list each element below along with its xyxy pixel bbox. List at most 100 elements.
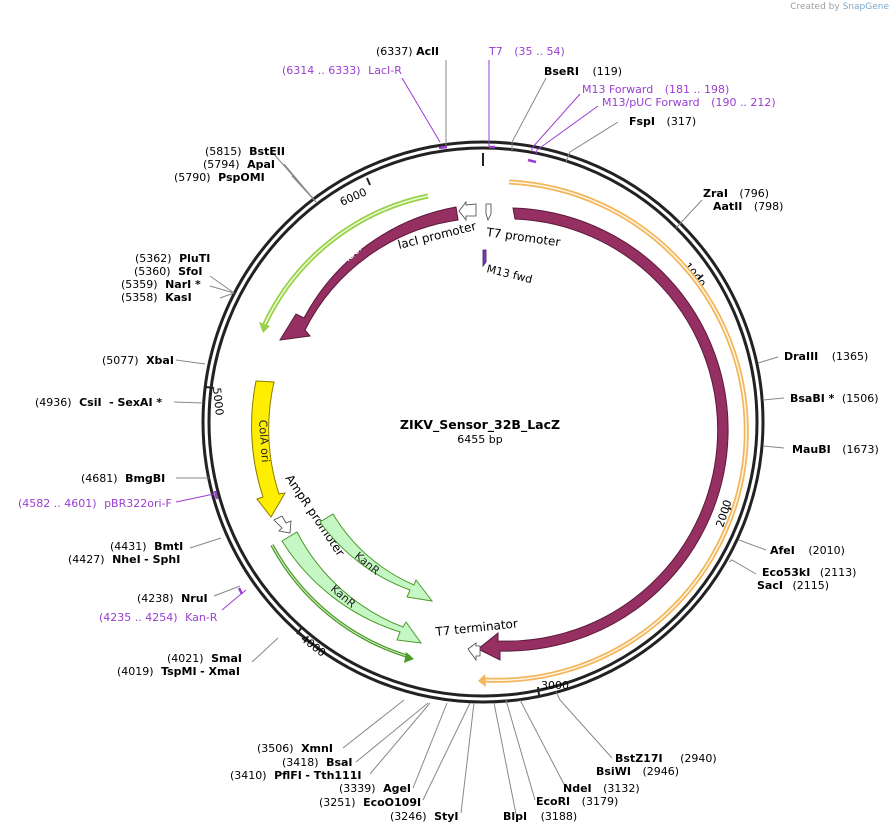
M13-fwd-primer-mark xyxy=(482,249,487,268)
site-BstZ17I: BstZ17I (2940) xyxy=(615,752,717,765)
site-ZraI: ZraI (796) xyxy=(703,187,769,200)
plasmid-name: ZIKV_Sensor_32B_LacZ xyxy=(400,417,560,433)
site-BlpI: BlpI (3188) xyxy=(503,810,577,823)
leader-FspI xyxy=(565,121,619,163)
leader-EcoRI xyxy=(505,699,536,801)
lacZ-label: lacZ xyxy=(689,434,704,459)
lacI-highlight-inner xyxy=(263,195,429,327)
site-ApaI: (5794) ApaI xyxy=(203,158,275,171)
lacI-promoter-arrow xyxy=(458,200,477,222)
plasmid-size: 6455 bp xyxy=(457,433,502,446)
T7-promoter-arrow xyxy=(485,203,492,222)
site-TspMI: (4019) TspMI - XmaI xyxy=(117,665,240,678)
tick-label-6000: 6000 xyxy=(338,185,369,208)
site-labels: (6337) AclI BseRI (119) FspI (317) ZraI … xyxy=(35,45,879,823)
KanR-inner-feature xyxy=(319,513,434,602)
leader-BstEII-group-3 xyxy=(291,175,317,203)
leader-LacI-R xyxy=(401,77,441,143)
leader-BlpI xyxy=(493,702,517,815)
tick-label-3000: 3000 xyxy=(541,679,569,692)
leader-KasI-group xyxy=(209,275,235,294)
site-BseRI: BseRI (119) xyxy=(544,65,622,78)
site-FspI: FspI (317) xyxy=(629,115,696,128)
KanR-outer-highlight-arrowhead xyxy=(404,652,414,663)
leader-NdeI xyxy=(519,699,567,789)
site-BmgBI: (4681) BmgBI xyxy=(81,472,165,485)
lacI-highlight-arrowhead xyxy=(259,322,270,333)
site-Eco53kI: Eco53kI (2113) xyxy=(762,566,856,579)
site-NdeI: NdeI (3132) xyxy=(563,782,640,795)
primer-mark-Kan-R xyxy=(237,587,244,595)
KanR-outer-feature xyxy=(281,531,423,644)
primer-pBR322ori-F: (4582 .. 4601) pBR322ori-F xyxy=(18,497,172,510)
lacZ-highlight-arrowhead xyxy=(478,674,486,687)
leader-CsiI xyxy=(173,401,204,404)
lacZ-highlight-inner xyxy=(484,181,748,682)
AmpR-promoter-arrow xyxy=(273,515,292,534)
lacZ-feature xyxy=(477,207,729,661)
leader-SmaI-TspMI xyxy=(251,637,279,663)
primer-LacI-R: (6314 .. 6333) LacI-R xyxy=(282,64,402,77)
ColA-ori-label: ColA ori xyxy=(256,419,272,463)
leader-AfeI xyxy=(738,539,767,551)
site-SmaI: (4021) SmaI xyxy=(167,652,242,665)
ColA-ori-feature xyxy=(251,380,286,518)
leader-XmnI xyxy=(342,699,405,749)
primer-mark-LacI-R xyxy=(438,145,448,150)
primer-Kan-R: (4235 .. 4254) Kan-R xyxy=(99,611,218,624)
site-BstEII: (5815) BstEII xyxy=(205,145,285,158)
leader-M13-Forward xyxy=(531,93,581,152)
leader-StyI xyxy=(460,702,475,814)
site-AclI: (6337) AclI xyxy=(376,45,439,58)
site-PluTI: (5362) PluTI xyxy=(135,252,210,265)
site-NruI: (4238) NruI xyxy=(137,592,208,605)
site-KasI: (5358) KasI xyxy=(121,291,192,304)
primer-mark-M13 xyxy=(527,158,537,164)
credit-prefix: Created by xyxy=(790,2,840,12)
leader-ZraI-AatII xyxy=(675,199,703,229)
T7-promoter-label: T7 promoter xyxy=(485,225,562,249)
site-DraIII: DraIII (1365) xyxy=(784,350,868,363)
site-AfeI: AfeI (2010) xyxy=(770,544,845,557)
leader-DraIII xyxy=(757,356,779,364)
site-BsiWI: BsiWI (2946) xyxy=(596,765,679,778)
leader-KasI-group-2 xyxy=(209,285,235,294)
site-NarI: (5359) NarI * xyxy=(121,278,201,291)
leader-KasI-group-3 xyxy=(219,292,235,299)
T7-terminator-label: T7 terminator xyxy=(434,616,519,639)
snapgene-logo: SnapGene xyxy=(842,2,889,12)
site-PspOMI: (5790) PspOMI xyxy=(174,171,265,184)
leader-BsaBI xyxy=(762,397,785,401)
tick-4000 xyxy=(296,626,303,635)
leader-M13-pUC-Forward xyxy=(535,105,599,155)
leader-BmtI-NheI xyxy=(189,537,222,549)
lacI-feature xyxy=(279,206,459,341)
tick-6000 xyxy=(366,177,371,186)
leader-BsaI xyxy=(355,702,429,763)
leader-BseRI xyxy=(511,77,547,152)
site-AatII: AatII (798) xyxy=(713,200,783,213)
site-SacI: SacI (2115) xyxy=(757,579,829,592)
primer-M13-pUC-Forward: M13/pUC Forward (190 .. 212) xyxy=(602,96,776,109)
KanR-outer-highlight-inner xyxy=(271,544,411,658)
leader-NruI xyxy=(213,585,241,597)
site-AgeI: (3339) AgeI xyxy=(339,782,411,795)
snapgene-credit: Created by SnapGene xyxy=(790,2,889,12)
tick-1000 xyxy=(696,274,704,281)
leader-EcoO109I xyxy=(422,702,471,801)
leader-pBR322ori-F xyxy=(175,493,215,503)
primer-labels: T7 (35 .. 54) M13 Forward (181 .. 198) M… xyxy=(18,45,776,624)
site-StyI: (3246) StyI xyxy=(390,810,459,823)
site-XmnI: (3506) XmnI xyxy=(257,742,333,755)
primer-mark-pBR322ori-F xyxy=(213,490,219,500)
primer-M13-Forward: M13 Forward (181 .. 198) xyxy=(582,83,729,96)
leader-lines xyxy=(173,60,785,815)
backbone-inner-ring xyxy=(207,146,759,698)
leader-PflFI xyxy=(369,702,431,775)
site-XbaI: (5077) XbaI xyxy=(102,354,174,367)
tick-label-5000: 5000 xyxy=(210,387,226,416)
primer-T7: T7 (35 .. 54) xyxy=(488,45,565,58)
backbone-outer-ring xyxy=(201,140,765,704)
site-PflFI: (3410) PflFI - Tth111I xyxy=(230,769,361,782)
